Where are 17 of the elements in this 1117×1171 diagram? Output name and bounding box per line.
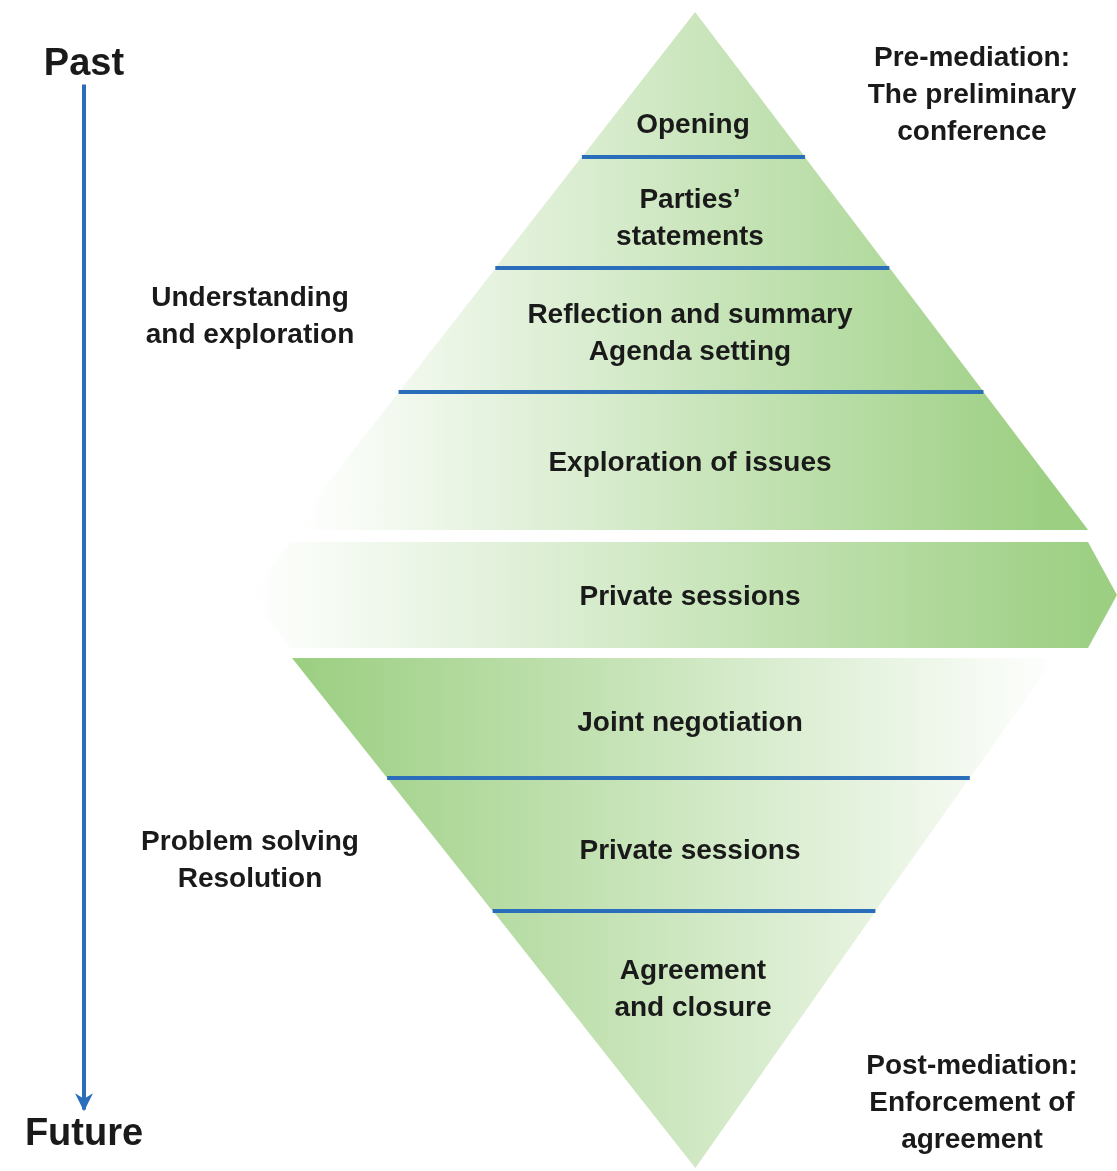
timeline-label: Past: [43, 43, 125, 81]
stage-name: Opening: [636, 106, 750, 141]
phase-label: Post-mediation: Enforcement of agreement: [865, 1048, 1079, 1156]
phase-label: Understanding and exploration: [144, 280, 356, 351]
stage-name: Private sessions: [579, 832, 801, 867]
stage-name: Parties’ statements: [615, 182, 765, 253]
stage-name: Private sessions: [579, 578, 801, 613]
phase-label: Problem solving: [140, 824, 360, 858]
stage-name: Joint negotiation: [577, 704, 803, 739]
phase-label: Pre-mediation: The preliminary conference: [866, 40, 1078, 148]
timeline-arrow: [75, 84, 93, 1112]
timeline-label: Future: [24, 1113, 144, 1151]
stage-name: Agenda setting: [588, 333, 792, 368]
stage-name: Agreement and closure: [613, 953, 773, 1024]
stage-name: Exploration of issues: [548, 444, 832, 479]
phase-label: Resolution: [176, 861, 324, 895]
stage-name: Reflection and summary: [527, 296, 853, 331]
